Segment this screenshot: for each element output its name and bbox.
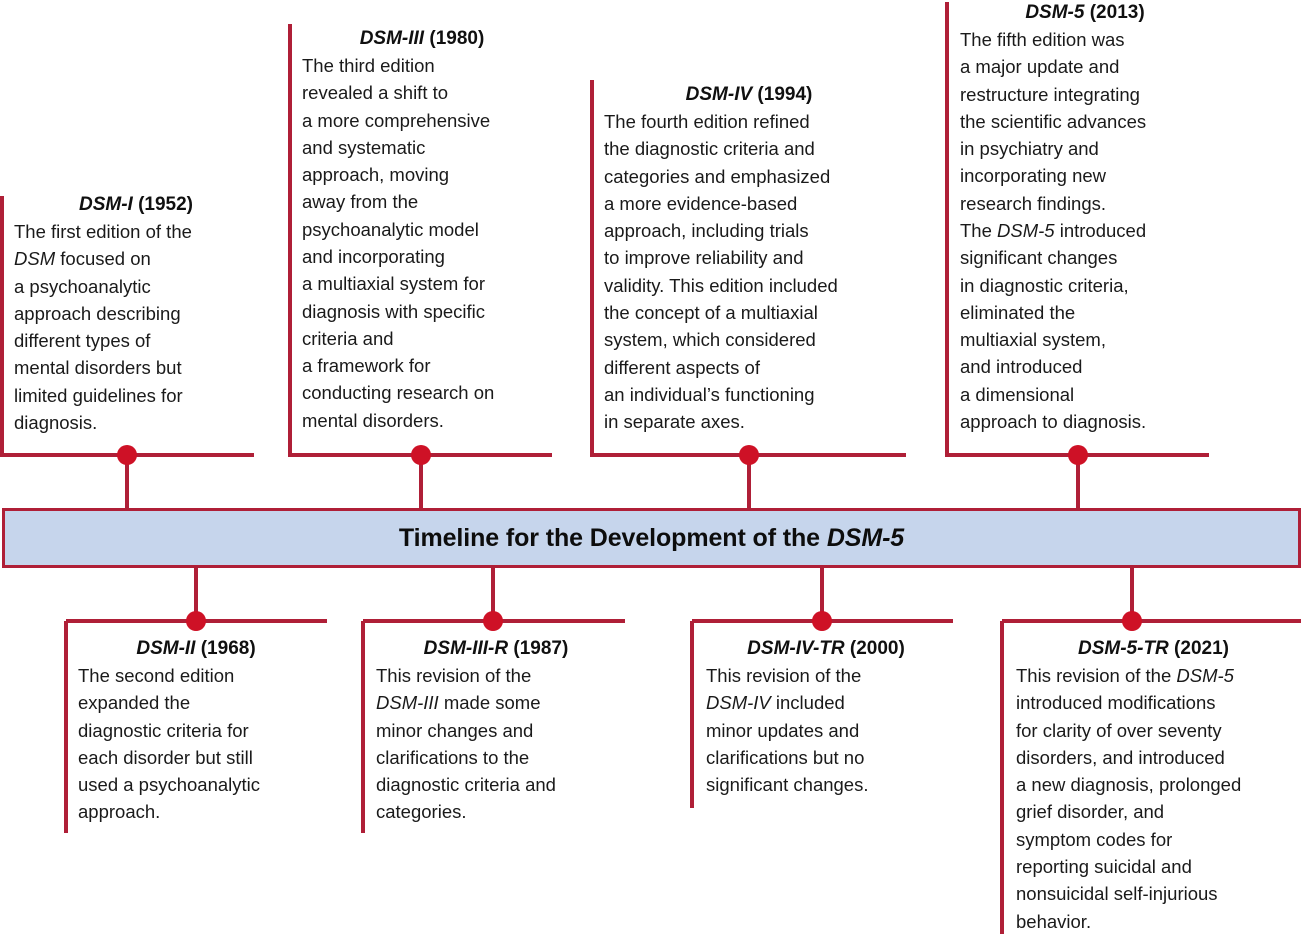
entry-title-year-dsm-iv: (1994) <box>752 84 813 105</box>
entry-title-year-dsm-iii-r: (1987) <box>508 638 569 659</box>
node-dot-dsm-5-tr <box>1122 611 1142 631</box>
entry-title-year-dsm-i: (1952) <box>132 194 194 215</box>
node-dot-dsm-iii-r <box>483 611 503 631</box>
entry-title-name-dsm-iv-tr: DSM-IV-TR <box>747 638 845 659</box>
node-dot-dsm-i <box>117 445 137 465</box>
entry-body-dsm-iii-r: This revision of the DSM-III made some m… <box>376 665 556 823</box>
banner-title-plain: Timeline for the Development of the <box>398 523 827 552</box>
entry-title-dsm-iv: DSM-IV (1994) <box>604 82 894 107</box>
entry-body-dsm-i: The first edition of the DSM focused on … <box>14 221 192 434</box>
node-dot-dsm-iv <box>739 445 759 465</box>
node-dot-dsm-ii <box>186 611 206 631</box>
entry-title-name-dsm-iii: DSM-III <box>359 28 425 49</box>
entry-title-year-dsm-iv-tr: (2000) <box>844 638 905 659</box>
entry-title-dsm-iv-tr: DSM-IV-TR (2000) <box>706 636 946 661</box>
entry-title-dsm-iii: DSM-III (1980) <box>302 26 542 51</box>
entry-title-dsm-ii: DSM-II (1968) <box>78 636 314 661</box>
entry-title-name-dsm-5: DSM-5 <box>1025 2 1085 23</box>
entry-title-year-dsm-ii: (1968) <box>195 638 256 659</box>
node-dot-dsm-5 <box>1068 445 1088 465</box>
banner-title: Timeline for the Development of the DSM-… <box>399 524 904 553</box>
entry-title-year-dsm-iii: (1980) <box>424 28 485 49</box>
entry-title-year-dsm-5-tr: (2021) <box>1168 638 1229 659</box>
entry-dsm-iii[interactable]: DSM-III (1980) The third edition reveale… <box>302 26 542 434</box>
entry-body-dsm-iii: The third edition revealed a shift to a … <box>302 55 495 431</box>
entry-title-name-dsm-iv: DSM-IV <box>685 84 753 105</box>
node-dot-dsm-iii <box>411 445 431 465</box>
banner-title-italic: DSM-5 <box>826 523 905 552</box>
entry-title-name-dsm-iii-r: DSM-III-R <box>423 638 509 659</box>
entry-body-dsm-iv: The fourth edition refined the diagnosti… <box>604 111 838 433</box>
entry-title-year-dsm-5: (2013) <box>1084 2 1145 23</box>
entry-title-name-dsm-i: DSM-I <box>78 194 133 215</box>
entry-body-dsm-ii: The second edition expanded the diagnost… <box>78 665 261 823</box>
entry-title-dsm-iii-r: DSM-III-R (1987) <box>376 636 616 661</box>
entry-dsm-iii-r[interactable]: DSM-III-R (1987) This revision of the DS… <box>376 636 616 826</box>
entry-dsm-5[interactable]: DSM-5 (2013) The fifth edition was a maj… <box>960 0 1210 435</box>
entry-dsm-5-tr[interactable]: DSM-5-TR (2021) This revision of the DSM… <box>1016 636 1291 935</box>
entry-title-dsm-5: DSM-5 (2013) <box>960 0 1210 25</box>
entry-body-dsm-5-tr: This revision of the DSM-5 introduced mo… <box>1016 665 1242 932</box>
entry-body-dsm-5: The fifth edition was a major update and… <box>960 29 1147 433</box>
entry-title-name-dsm-5-tr: DSM-5-TR <box>1078 638 1169 659</box>
entry-title-name-dsm-ii: DSM-II <box>136 638 196 659</box>
entry-dsm-i[interactable]: DSM-I (1952) The first edition of the DS… <box>14 192 258 436</box>
entry-title-dsm-5-tr: DSM-5-TR (2021) <box>1016 636 1291 661</box>
timeline-banner[interactable]: Timeline for the Development of the DSM-… <box>2 508 1301 568</box>
entry-dsm-iv[interactable]: DSM-IV (1994) The fourth edition refined… <box>604 82 894 435</box>
entry-title-dsm-i: DSM-I (1952) <box>14 192 258 217</box>
entry-dsm-iv-tr[interactable]: DSM-IV-TR (2000) This revision of the DS… <box>706 636 946 798</box>
entry-body-dsm-iv-tr: This revision of the DSM-IV included min… <box>706 665 869 796</box>
entry-dsm-ii[interactable]: DSM-II (1968) The second edition expande… <box>78 636 314 826</box>
node-dot-dsm-iv-tr <box>812 611 832 631</box>
